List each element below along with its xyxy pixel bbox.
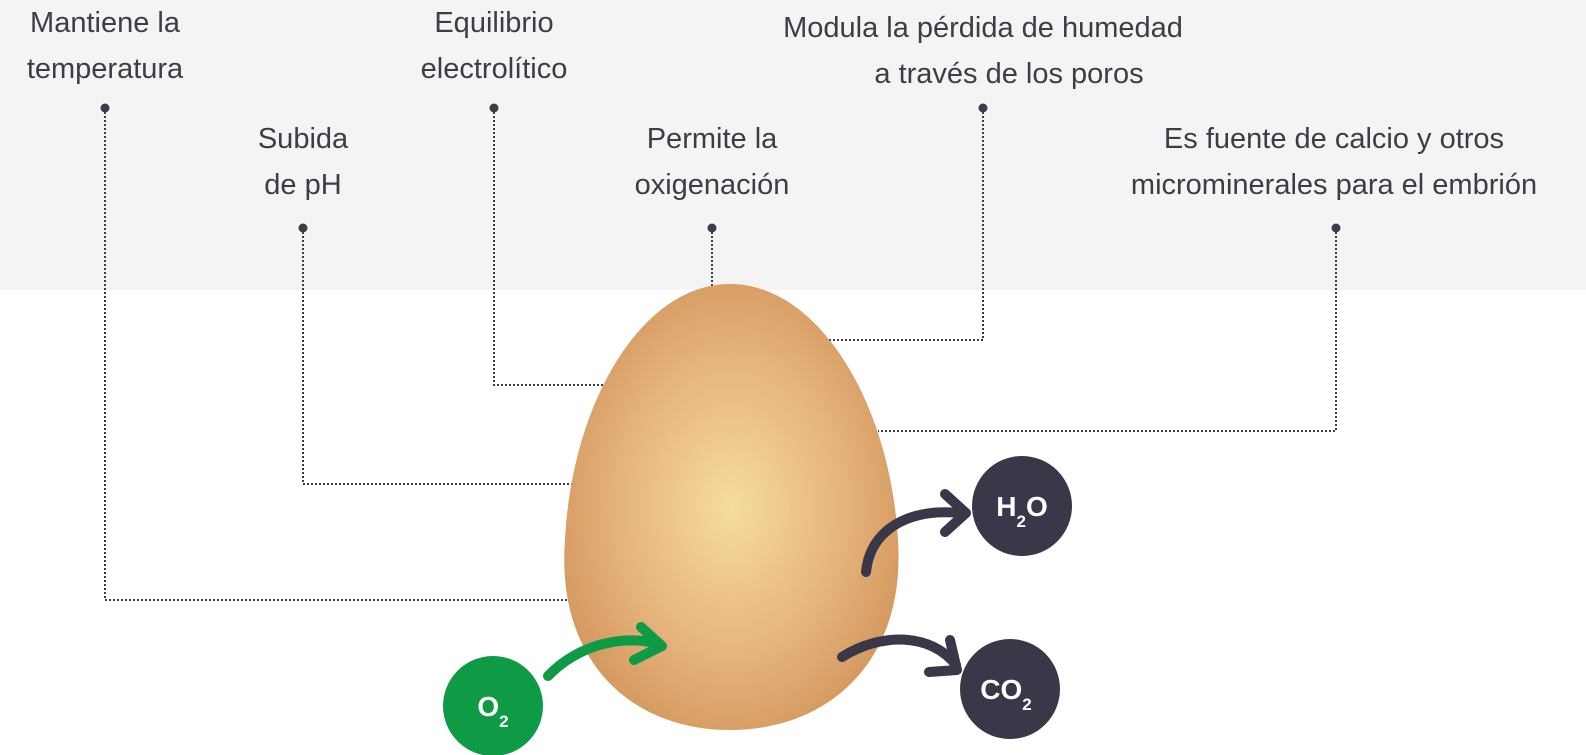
egg-icon bbox=[564, 284, 899, 730]
water-arrow-head-icon bbox=[940, 489, 971, 537]
connector-moisture bbox=[822, 108, 984, 341]
co2-arrow-shaft bbox=[837, 634, 961, 670]
dot-ph bbox=[298, 223, 308, 233]
water-molecule: H2O bbox=[972, 456, 1072, 556]
label-band bbox=[0, 0, 1586, 290]
label-calcium: Es fuente de calcio y otros micromineral… bbox=[1096, 116, 1572, 208]
oxygen-molecule: O2 bbox=[443, 656, 543, 755]
label-calcium-line1: Es fuente de calcio y otros bbox=[1163, 123, 1505, 155]
connector-dots bbox=[100, 103, 1341, 233]
dot-oxygenation bbox=[707, 223, 717, 233]
label-temperature: Mantiene la temperatura bbox=[5, 0, 205, 92]
oxygen-arrow-head-icon bbox=[629, 622, 667, 665]
oxygen-arrow-shaft bbox=[543, 635, 663, 681]
label-oxygenation-line1: Permite la bbox=[646, 123, 778, 155]
label-ph-line1: Subida bbox=[257, 123, 349, 155]
label-moisture-line2: a través de los poros bbox=[874, 58, 1144, 90]
label-moisture-line1: Modula la pérdida de humedad bbox=[783, 12, 1183, 44]
connector-temperature bbox=[104, 108, 575, 601]
label-calcium-line2: microminerales para el embrión bbox=[1130, 169, 1538, 201]
water-formula: H2O bbox=[996, 491, 1047, 531]
label-moisture: Modula la pérdida de humedad a través de… bbox=[752, 5, 1214, 97]
connector-electrolyte bbox=[493, 108, 612, 386]
label-temperature-line1: Mantiene la bbox=[30, 7, 180, 39]
co2-circle bbox=[960, 639, 1060, 739]
dot-calcium bbox=[1331, 223, 1341, 233]
water-circle bbox=[972, 456, 1072, 556]
dot-electrolyte bbox=[489, 103, 499, 113]
water-arrow-shaft bbox=[861, 507, 965, 577]
oxygen-circle bbox=[443, 656, 543, 755]
connector-calcium bbox=[878, 228, 1337, 432]
connector-ph bbox=[302, 228, 580, 485]
label-oxygenation-line2: oxigenación bbox=[634, 169, 790, 201]
connectors bbox=[104, 108, 1337, 601]
dot-temperature bbox=[100, 103, 110, 113]
label-electrolyte-line2: electrolítico bbox=[420, 53, 568, 85]
label-electrolyte: Equilibrio electrolítico bbox=[404, 0, 584, 92]
label-ph-line2: de pH bbox=[264, 169, 342, 201]
label-ph: Subida de pH bbox=[233, 116, 373, 208]
oxygen-formula: O2 bbox=[477, 691, 508, 731]
label-electrolyte-line1: Equilibrio bbox=[434, 7, 554, 39]
co2-formula: CO2 bbox=[980, 674, 1031, 714]
label-oxygenation: Permite la oxigenación bbox=[612, 116, 812, 208]
co2-molecule: CO2 bbox=[960, 639, 1060, 739]
dot-moisture bbox=[978, 103, 988, 113]
co2-arrow-head-icon bbox=[924, 635, 962, 677]
label-temperature-line2: temperatura bbox=[26, 53, 184, 85]
